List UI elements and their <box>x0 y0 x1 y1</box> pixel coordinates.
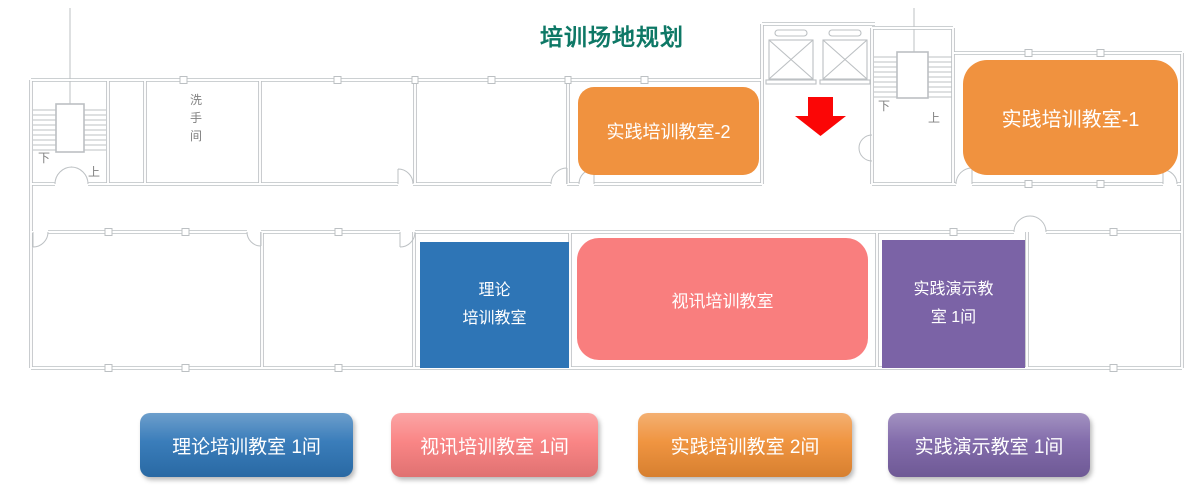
page-title: 培训场地规划 <box>540 24 684 50</box>
elevator-bank <box>765 29 871 85</box>
legend-item-demo: 实践演示教室 1间 <box>888 413 1090 477</box>
elevator-shaft-icon <box>768 39 814 80</box>
left-staircase <box>33 103 106 153</box>
legend-item-video: 视讯培训教室 1间 <box>391 413 598 477</box>
stair-up-label-left: 上 <box>88 165 100 179</box>
elevator-door-icon <box>774 29 808 37</box>
right-staircase <box>874 51 952 99</box>
stair-down-label-left: 下 <box>38 151 50 165</box>
elevator-shaft-icon <box>822 39 868 80</box>
legend-item-practice: 实践培训教室 2间 <box>638 413 852 477</box>
restroom-label: 洗 <box>190 93 202 107</box>
room-box-practice-1: 实践培训教室-1 <box>963 60 1178 175</box>
restroom-label: 间 <box>190 129 202 143</box>
floor-plan-lines <box>29 8 1184 372</box>
section-lines <box>69 8 915 110</box>
restroom-label: 手 <box>190 111 202 125</box>
room-box-theory: 理论 培训教室 <box>420 242 569 368</box>
stair-up-label-right: 上 <box>928 111 940 125</box>
plan-labels: 洗 手 间 下 上 下 上 <box>38 93 940 179</box>
room-box-demo: 实践演示教 室 1间 <box>882 240 1025 368</box>
door-arcs <box>32 134 1178 248</box>
room-box-video: 视讯培训教室 <box>577 238 868 360</box>
stair-down-label-right: 下 <box>878 99 890 113</box>
elevator-door-icon <box>828 29 862 37</box>
room-box-practice-2: 实践培训教室-2 <box>578 87 759 175</box>
walls-inner <box>30 23 1183 369</box>
legend-item-theory: 理论培训教室 1间 <box>140 413 353 477</box>
wall-ticks <box>104 49 1118 372</box>
